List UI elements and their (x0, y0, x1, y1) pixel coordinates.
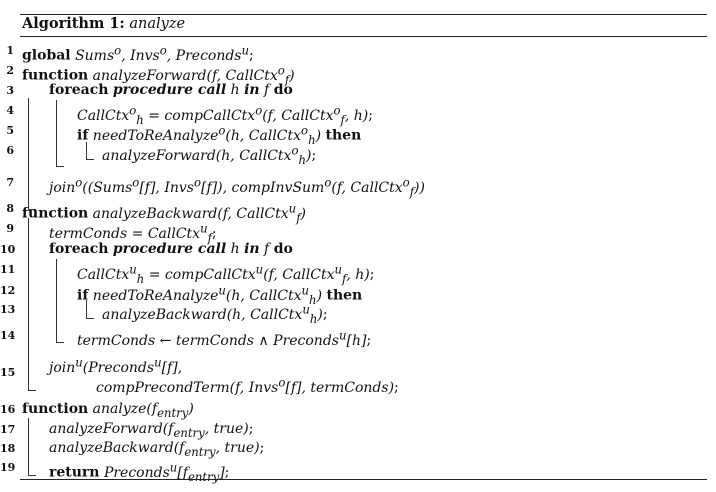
block-bar-end (86, 318, 94, 319)
block-bar-end (56, 342, 64, 343)
code-line: 12 if needToReAnalyzeu(h, CallCtxuh) the… (0, 280, 707, 306)
block-bar-end (28, 475, 36, 476)
top-rule (20, 14, 707, 15)
block-bar (56, 259, 57, 342)
line-number: 10 (0, 243, 16, 256)
line-code-continuation: compPrecondTerm(f, Invso[f], termConds); (96, 375, 399, 396)
block-bar (86, 142, 87, 159)
line-code: if needToReAnalyzeo(h, CallCtxoh) then (77, 123, 362, 147)
line-number: 15 (0, 366, 16, 379)
code-line: 1 global Sumso, Invso, Precondsu; (6, 40, 707, 64)
line-number: 17 (0, 423, 16, 436)
line-code: function analyzeForward(f, CallCtxof) (22, 63, 295, 87)
line-code: termConds ← termConds ∧ Precondsu[h]; (77, 328, 372, 349)
bottom-rule (20, 479, 707, 480)
line-code: termConds = CallCtxuf; (49, 221, 217, 245)
code-line: 16 function analyze(fentry) (0, 399, 707, 420)
line-code: function analyze(fentry) (22, 401, 194, 420)
algorithm-block: Algorithm 1: analyze 1 global Sumso, Inv… (0, 14, 707, 483)
code-line: 14 termConds ← termConds ∧ Precondsu[h]; (0, 325, 707, 349)
line-code: if needToReAnalyzeu(h, CallCtxuh) then (77, 283, 363, 307)
line-number: 6 (6, 144, 14, 157)
line-number: 7 (6, 176, 14, 189)
line-number: 11 (0, 263, 16, 276)
line-number: 19 (0, 461, 16, 474)
line-number: 12 (0, 284, 16, 297)
algorithm-name: analyze (129, 16, 186, 32)
code-line: 10 foreach procedure call h in f do (0, 239, 707, 259)
block-bar (28, 218, 29, 390)
code-line: 18 analyzeBackward(fentry, true); (0, 438, 707, 459)
block-bar (56, 100, 57, 166)
line-number: 9 (6, 222, 14, 235)
line-number: 13 (0, 303, 16, 316)
line-code: CallCtxuh = compCallCtxu(f, CallCtxuf, h… (77, 262, 375, 286)
line-number: 5 (6, 124, 14, 137)
block-bar-end (28, 390, 36, 391)
code-line: 11 CallCtxuh = compCallCtxu(f, CallCtxuf… (0, 259, 707, 285)
code-line: 13 analyzeBackward(h, CallCtxuh); (0, 299, 707, 325)
line-code: analyzeForward(fentry, true); (49, 421, 254, 440)
line-code: foreach procedure call h in f do (49, 82, 293, 98)
line-number: 3 (6, 84, 14, 97)
line-number: 8 (6, 202, 14, 215)
block-bar (28, 418, 29, 475)
line-code: analyzeForward(h, CallCtxoh); (102, 143, 317, 167)
line-code: global Sumso, Invso, Precondsu; (22, 43, 254, 64)
line-code: foreach procedure call h in f do (49, 241, 293, 257)
block-bar-end (86, 159, 94, 160)
caption-rule (20, 36, 707, 37)
code-line: 9 termConds = CallCtxuf; (6, 218, 707, 244)
line-number: 14 (0, 329, 16, 342)
line-code: analyzeBackward(h, CallCtxuh); (102, 302, 328, 326)
line-number: 1 (6, 44, 14, 57)
line-number: 18 (0, 442, 16, 455)
code-line: 4 CallCtxoh = compCallCtxo(f, CallCtxof,… (6, 100, 707, 126)
code-line: 7 joino((Sumso[f], Invso[f]), compInvSum… (6, 172, 707, 198)
algorithm-caption: Algorithm 1: analyze (22, 15, 185, 32)
block-bar (28, 98, 29, 209)
line-number: 16 (0, 403, 16, 416)
code-line: 15 joinu(Precondsu[f], compPrecondTerm(f… (0, 355, 707, 396)
line-code: return Precondsu[fentry]; (49, 460, 230, 484)
code-line: 17 analyzeForward(fentry, true); (0, 419, 707, 440)
code-line: 5 if needToReAnalyzeo(h, CallCtxoh) then (6, 120, 707, 146)
line-code: joino((Sumso[f], Invso[f]), compInvSumo(… (49, 175, 425, 199)
line-code: function analyzeBackward(f, CallCtxuf) (22, 201, 306, 225)
block-bar-end (28, 209, 36, 210)
code-line: 2 function analyzeForward(f, CallCtxof) (6, 60, 707, 86)
code-line: 19 return Precondsu[fentry]; (0, 457, 707, 483)
line-number: 4 (6, 104, 14, 117)
code-line: 8 function analyzeBackward(f, CallCtxuf) (6, 198, 707, 224)
line-code: joinu(Precondsu[f], (49, 355, 183, 376)
algorithm-label: Algorithm 1: (22, 15, 125, 32)
code-line: 6 analyzeForward(h, CallCtxoh); (6, 140, 707, 166)
line-number: 2 (6, 64, 14, 77)
line-code: CallCtxoh = compCallCtxo(f, CallCtxof, h… (77, 103, 373, 127)
line-code: analyzeBackward(fentry, true); (49, 440, 265, 459)
code-line: 3 foreach procedure call h in f do (6, 80, 707, 100)
block-bar (86, 300, 87, 318)
block-bar-end (56, 166, 64, 167)
